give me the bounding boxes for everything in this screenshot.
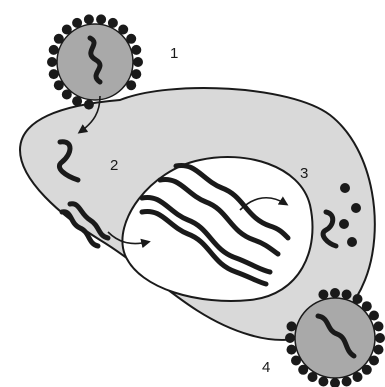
step-label-2: 2	[110, 157, 118, 174]
step-label-3: 3	[300, 165, 308, 182]
dot-icon	[49, 69, 59, 79]
dot-icon	[49, 45, 59, 55]
dot-icon	[374, 345, 384, 355]
dot-icon	[84, 14, 94, 24]
step-label-4: 4	[262, 359, 270, 376]
dot-icon	[133, 57, 143, 67]
dot-icon	[47, 57, 57, 67]
dot-icon	[96, 14, 106, 24]
dot-icon	[330, 288, 340, 298]
entering-virus-particle	[47, 14, 143, 109]
dot-icon	[342, 377, 352, 387]
dot-icon	[287, 321, 297, 331]
dot-icon	[347, 237, 357, 247]
dot-icon	[340, 183, 350, 193]
step-label-1: 1	[170, 45, 178, 62]
dot-icon	[374, 321, 384, 331]
dot-icon	[131, 45, 141, 55]
dot-icon	[318, 290, 328, 300]
dot-icon	[318, 377, 328, 387]
dot-icon	[351, 203, 361, 213]
dot-icon	[339, 219, 349, 229]
dot-icon	[287, 345, 297, 355]
dot-icon	[84, 100, 94, 110]
dot-icon	[285, 333, 295, 343]
dot-icon	[330, 378, 340, 387]
dot-icon	[131, 69, 141, 79]
dot-icon	[375, 333, 385, 343]
dot-icon	[342, 290, 352, 300]
virus-capsid	[295, 298, 375, 378]
